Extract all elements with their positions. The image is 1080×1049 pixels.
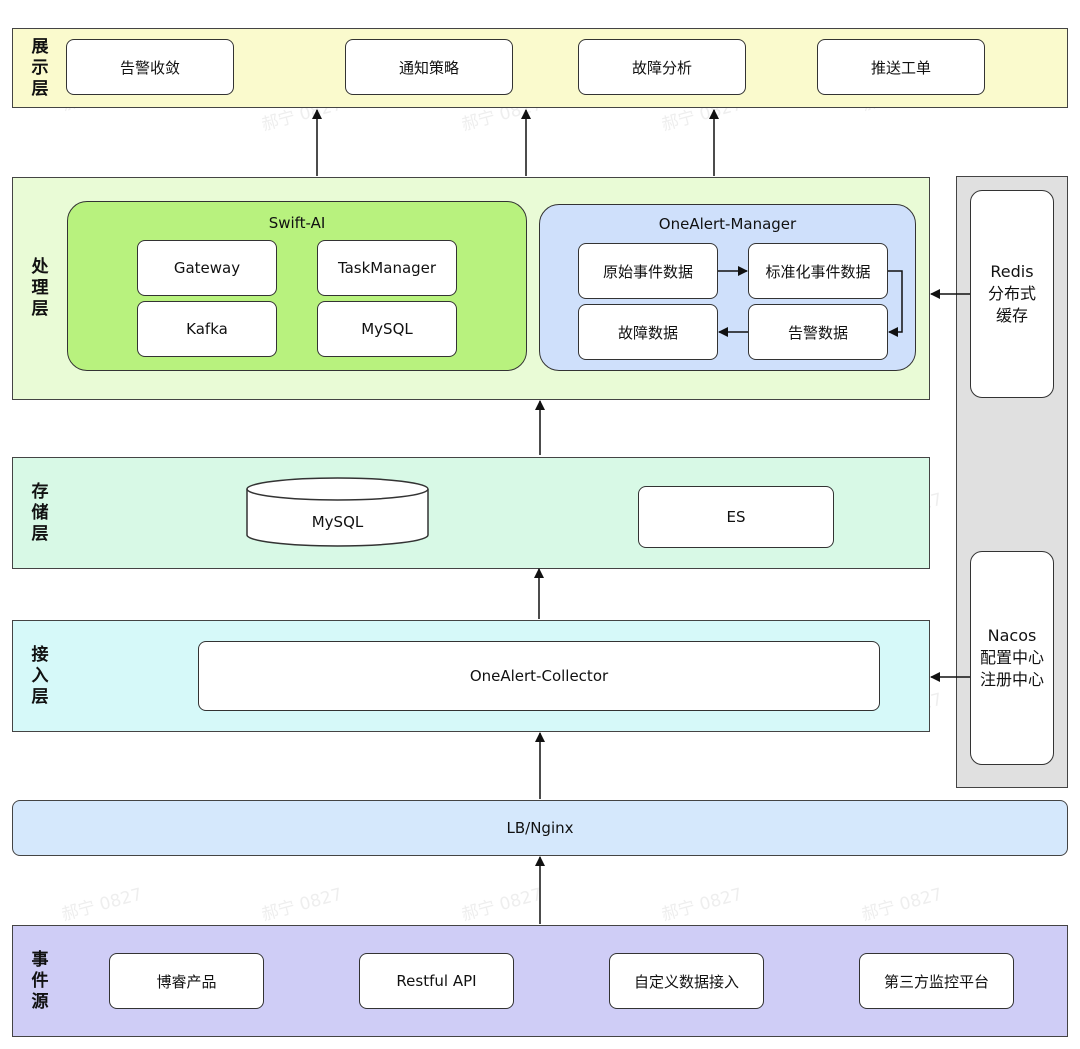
gateway-box: Gateway bbox=[137, 240, 277, 296]
fault-analysis-box: 故障分析 bbox=[578, 39, 746, 95]
redis-line-2: 分布式 bbox=[987, 284, 1036, 303]
es-box: ES bbox=[638, 486, 834, 548]
onealert-collector-box: OneAlert-Collector bbox=[198, 641, 880, 711]
watermark-text: 郝宁 0827 bbox=[659, 884, 745, 926]
alert-data-box: 告警数据 bbox=[748, 304, 888, 360]
event-source-layer-label: 事 件 源 bbox=[31, 949, 49, 1012]
watermark-text: 郝宁 0827 bbox=[59, 884, 145, 926]
redis-cache-box: Redis 分布式 缓存 bbox=[970, 190, 1054, 398]
redis-line-1: Redis bbox=[990, 262, 1034, 281]
third-party-monitoring-box: 第三方监控平台 bbox=[859, 953, 1014, 1009]
redis-line-3: 缓存 bbox=[995, 306, 1028, 325]
storage-mysql-cylinder: MySQL bbox=[246, 477, 429, 547]
nacos-line-1: Nacos bbox=[987, 626, 1037, 645]
storage-layer-label: 存 储 层 bbox=[31, 481, 49, 544]
database-icon bbox=[246, 477, 429, 547]
push-ticket-box: 推送工单 bbox=[817, 39, 985, 95]
presentation-layer-label: 展 示 层 bbox=[31, 36, 49, 99]
nacos-registry-box: Nacos 配置中心 注册中心 bbox=[970, 551, 1054, 765]
notification-policy-box: 通知策略 bbox=[345, 39, 513, 95]
raw-event-data-box: 原始事件数据 bbox=[578, 243, 718, 299]
normalized-event-data-box: 标准化事件数据 bbox=[748, 243, 888, 299]
watermark-text: 郝宁 0827 bbox=[259, 884, 345, 926]
processing-layer-label: 处 理 层 bbox=[31, 257, 49, 319]
nacos-line-2: 配置中心 bbox=[979, 648, 1044, 667]
restful-api-box: Restful API bbox=[359, 953, 514, 1009]
kafka-box: Kafka bbox=[137, 301, 277, 357]
swift-ai-group: Swift-AI bbox=[67, 201, 527, 371]
watermark-text: 郝宁 0827 bbox=[859, 884, 945, 926]
fault-data-box: 故障数据 bbox=[578, 304, 718, 360]
onealert-manager-title: OneAlert-Manager bbox=[658, 215, 797, 233]
lb-nginx-bar: LB/Nginx bbox=[12, 800, 1068, 856]
watermark-text: 郝宁 0827 bbox=[459, 884, 545, 926]
access-layer-label: 接 入 层 bbox=[31, 644, 49, 707]
storage-mysql-label: MySQL bbox=[311, 513, 364, 531]
swift-mysql-box: MySQL bbox=[317, 301, 457, 357]
task-manager-box: TaskManager bbox=[317, 240, 457, 296]
custom-data-access-box: 自定义数据接入 bbox=[609, 953, 764, 1009]
nacos-line-3: 注册中心 bbox=[979, 670, 1044, 689]
swift-ai-title: Swift-AI bbox=[268, 214, 326, 232]
borui-product-box: 博睿产品 bbox=[109, 953, 264, 1009]
alert-convergence-box: 告警收敛 bbox=[66, 39, 234, 95]
